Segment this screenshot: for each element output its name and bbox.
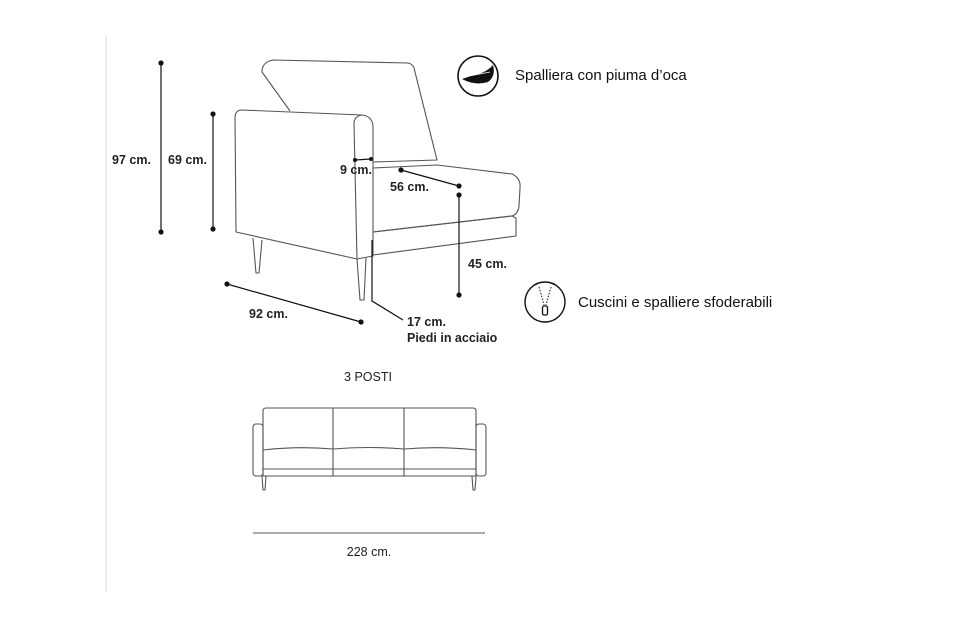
- leg-material-label: Piedi in acciaio: [407, 331, 498, 345]
- seat-base: [372, 215, 517, 256]
- feature-zipper-label: Cuscini e spalliere sfoderabili: [578, 294, 772, 311]
- dimension-lines: [158, 60, 462, 325]
- three-seater-sofa-drawing: [252, 407, 487, 491]
- sofa-title: 3 POSTI: [344, 370, 392, 384]
- backrest: [261, 59, 438, 163]
- seat-height-label: 45 cm.: [468, 257, 507, 271]
- total-height-label: 97 cm.: [112, 153, 151, 167]
- feature-feather-label: Spalliera con piuma d’oca: [515, 67, 687, 84]
- feather-icon: [457, 55, 499, 97]
- arm-height-label: 69 cm.: [168, 153, 207, 167]
- arm-width-label: 9 cm.: [340, 163, 372, 177]
- leg-height-label: 17 cm.: [407, 315, 446, 329]
- sofa-module-drawing: [234, 59, 521, 301]
- sofa-width-label: 228 cm.: [347, 545, 391, 559]
- armrest: [234, 109, 374, 260]
- leg-back: [252, 237, 263, 274]
- seat-depth-label: 56 cm.: [390, 180, 429, 194]
- zipper-icon: [524, 281, 566, 323]
- seat-cushion: [372, 164, 521, 233]
- depth-label: 92 cm.: [249, 307, 288, 321]
- leg-front: [356, 257, 367, 301]
